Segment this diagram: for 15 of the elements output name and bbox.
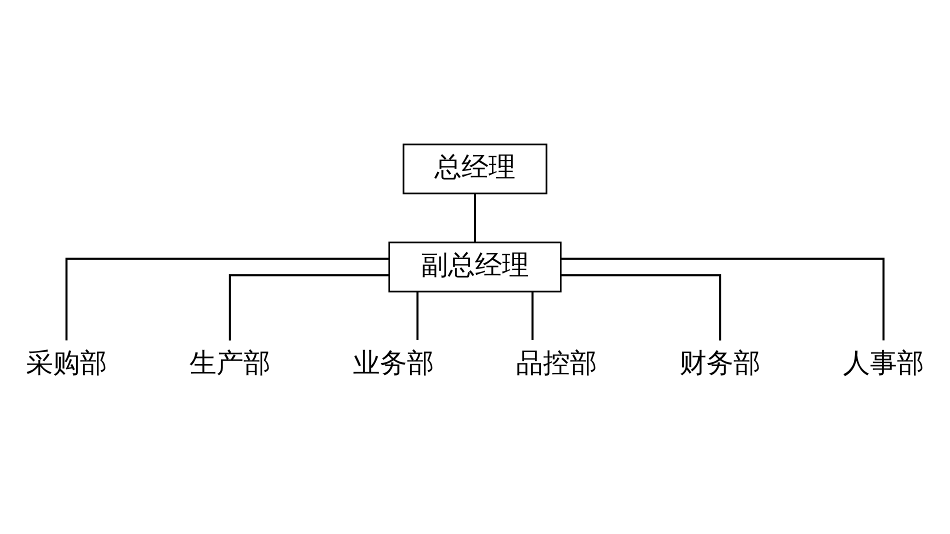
node-box: 总经理 — [402, 144, 548, 194]
connector — [561, 258, 885, 340]
node-text: 品控部 — [516, 348, 598, 379]
node-text: 财务部 — [680, 348, 761, 379]
connector — [416, 292, 418, 340]
connector — [561, 274, 722, 340]
node-box: 副总经理 — [388, 242, 562, 292]
node-text: 人事部 — [843, 348, 924, 379]
node-text: 生产部 — [189, 348, 270, 379]
node-text: 采购部 — [26, 348, 107, 379]
connector — [474, 194, 476, 242]
node-text: 业务部 — [352, 348, 434, 379]
connector — [228, 274, 389, 340]
connector — [65, 258, 389, 340]
connector — [532, 292, 534, 340]
